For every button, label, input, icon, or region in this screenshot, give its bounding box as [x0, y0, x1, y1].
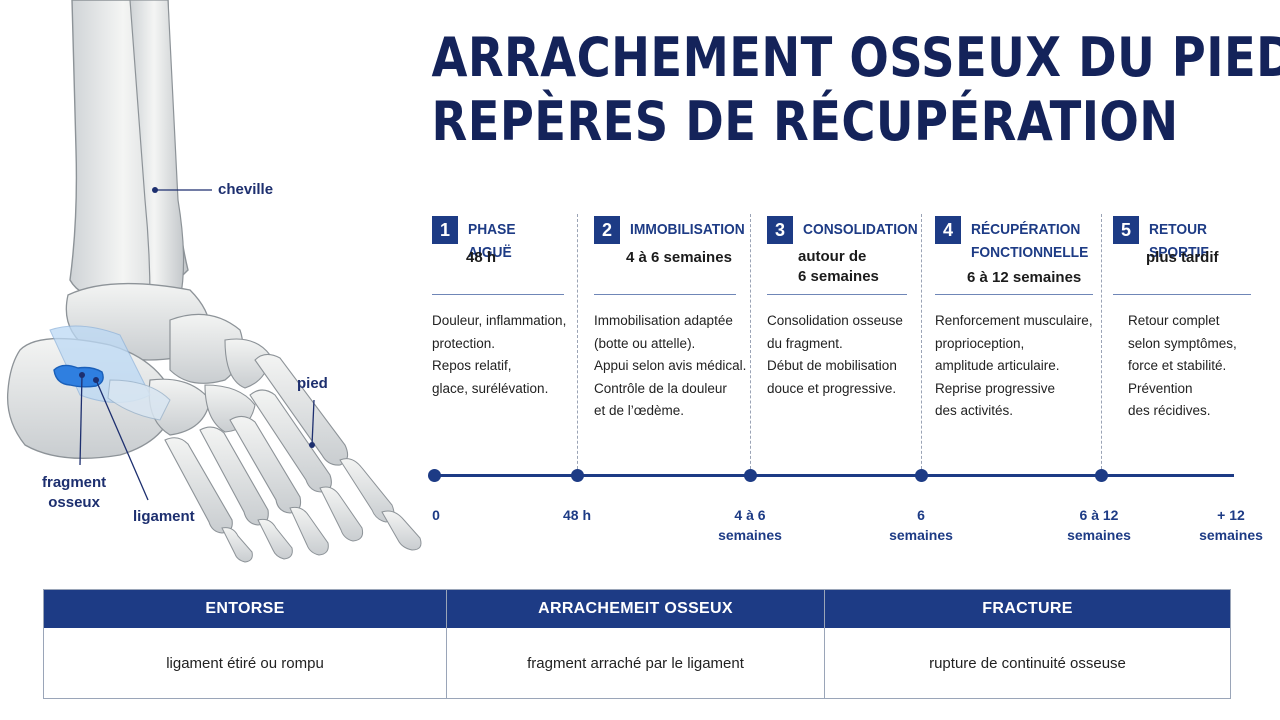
phase-desc-line: Renforcement musculaire,: [935, 313, 1093, 328]
phase-desc-line: amplitude articulaire.: [935, 358, 1060, 373]
phase-divider: [750, 214, 751, 474]
phase-number-badge: 1: [432, 216, 458, 244]
phase-desc-line: protection.: [432, 335, 496, 351]
phase-desc-line: (botte ou attelle).: [594, 335, 696, 351]
phase-desc-line: Repos relatif,: [432, 358, 512, 373]
timeline-dot: [427, 469, 441, 482]
phase-desc-line: Prévention: [1128, 380, 1193, 396]
phase-desc-line: Appui selon avis médical.: [594, 358, 747, 373]
phase-desc-line: Reprise progressive: [935, 380, 1056, 396]
phase-3: 3 CONSOLIDATION autour de 6 semaines Con…: [767, 214, 918, 464]
phase-number-badge: 4: [935, 216, 961, 244]
title-line-1: ARRACHEMENT OSSEUX DU PIED :: [431, 26, 1280, 89]
phase-name: RÉCUPÉRATION FONCTIONNELLE: [971, 221, 1089, 261]
title-line-2: REPÈRES DE RÉCUPÉRATION: [431, 90, 1179, 153]
phase-name: RETOUR SPORTIF: [1149, 221, 1209, 261]
comparison-column: ARRACHEMEIT OSSEUX fragment arraché par …: [447, 590, 825, 698]
phase-duration: 4 à 6 semaines: [626, 249, 732, 266]
phase-description: Renforcement musculaire, proprioception,…: [935, 310, 1093, 423]
phase-rule: [767, 294, 907, 295]
phase-5: 5 RETOUR SPORTIF plus tardif Retour comp…: [1113, 214, 1255, 464]
phase-desc-line: Début de mobilisation: [767, 358, 897, 373]
timeline-label: 48 h: [562, 507, 591, 523]
comparison-header: ENTORSE: [44, 590, 446, 628]
phase-divider: [1101, 214, 1102, 474]
timeline-axis: [434, 474, 1234, 477]
comparison-column: FRACTURE rupture de continuité osseuse: [825, 590, 1230, 698]
phase-desc-line: Consolidation osseuse: [767, 313, 903, 328]
timeline-dot: [1094, 469, 1108, 482]
phase-desc-line: douce et progressive.: [767, 380, 897, 396]
phase-desc-line: et de l’œdème.: [594, 403, 685, 418]
phase-desc-line: force et stabilité.: [1128, 358, 1227, 373]
comparison-cell: rupture de continuité osseuse: [929, 654, 1126, 672]
phase-desc-line: glace, surélévation.: [432, 380, 549, 396]
timeline-dot: [570, 469, 584, 482]
phase-1: 1 PHASE AIGUË 48 h Douleur, inflammation…: [432, 214, 567, 464]
timeline-dot: [743, 469, 757, 482]
phase-name: CONSOLIDATION: [803, 221, 918, 238]
phase-desc-line: Douleur, inflammation,: [432, 313, 567, 328]
timeline-label: 4 à 6 semaines: [718, 507, 782, 543]
phase-rule: [432, 294, 564, 295]
foot-illustration: cheville pied fragment osseux ligament: [0, 0, 440, 580]
phase-number-badge: 3: [767, 216, 793, 244]
label-fragment-osseux: fragment osseux: [42, 474, 107, 511]
phase-desc-line: du fragment.: [767, 335, 843, 351]
phase-2: 2 IMMOBILISATION 4 à 6 semaines Immobili…: [594, 214, 746, 464]
phase-number-badge: 5: [1113, 216, 1139, 244]
timeline-label: 6 semaines: [889, 507, 953, 543]
label-cheville: cheville: [218, 181, 274, 198]
comparison-table: ENTORSE ligament étiré ou rompu ARRACHEM…: [43, 589, 1231, 699]
phase-number-badge: 2: [594, 216, 620, 244]
phase-desc-line: des activités.: [935, 403, 1014, 418]
timeline-dot: [914, 469, 928, 482]
phase-desc-line: des récidives.: [1128, 403, 1211, 418]
phase-4: 4 RÉCUPÉRATION FONCTIONNELLE 6 à 12 sema…: [935, 214, 1095, 464]
label-pied: pied: [297, 375, 328, 392]
phase-duration: autour de 6 semaines: [798, 248, 879, 285]
phase-desc-line: proprioception,: [935, 335, 1025, 351]
phase-divider: [577, 214, 578, 474]
phase-duration: 6 à 12 semaines: [967, 269, 1082, 286]
phase-rule: [594, 294, 736, 295]
bone-fragment-highlight: [53, 364, 104, 388]
phase-desc-line: Contrôle de la douleur: [594, 380, 727, 396]
comparison-header: FRACTURE: [825, 590, 1230, 628]
foot-skeleton-drawing: [6, 0, 422, 563]
timeline-label: 6 à 12 semaines: [1067, 507, 1131, 543]
phase-duration: plus tardif: [1146, 249, 1219, 266]
phase-desc-line: selon symptômes,: [1128, 335, 1237, 351]
timeline-label: 0: [432, 507, 440, 523]
comparison-header: ARRACHEMEIT OSSEUX: [447, 590, 824, 628]
phase-divider: [921, 214, 922, 474]
page-title: ARRACHEMENT OSSEUX DU PIED : REPÈRES DE …: [431, 26, 1280, 154]
comparison-column: ENTORSE ligament étiré ou rompu: [44, 590, 447, 698]
phase-duration: 48 h: [466, 249, 497, 266]
phase-desc-line: Retour complet: [1128, 313, 1220, 328]
phase-name: PHASE AIGUË: [468, 221, 516, 261]
comparison-cell: fragment arraché par le ligament: [527, 654, 744, 672]
phase-rule: [935, 294, 1093, 295]
comparison-cell: ligament étiré ou rompu: [166, 654, 324, 672]
phase-description: Douleur, inflammation, protection. Repos…: [432, 310, 566, 400]
phase-description: Retour complet selon symptômes, force et…: [1128, 310, 1237, 423]
phase-name: IMMOBILISATION: [630, 221, 745, 238]
label-ligament: ligament: [133, 508, 195, 525]
phase-description: Consolidation osseuse du fragment. Début…: [767, 310, 903, 400]
phase-desc-line: Immobilisation adaptée: [594, 313, 733, 328]
phase-rule: [1113, 294, 1251, 295]
phase-description: Immobilisation adaptée (botte ou attelle…: [594, 310, 746, 423]
timeline-label: + 12 semaines: [1199, 507, 1263, 543]
